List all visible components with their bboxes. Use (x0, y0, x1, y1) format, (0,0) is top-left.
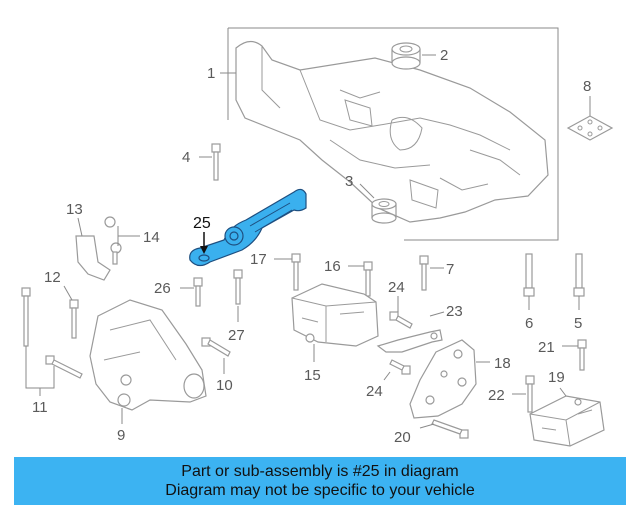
bolt-21-part[interactable] (577, 339, 587, 371)
callout-21[interactable]: 21 (538, 339, 555, 356)
subframe-bushing-lower-part[interactable] (371, 198, 397, 224)
leader-20 (419, 423, 435, 429)
callout-13[interactable]: 13 (66, 201, 83, 218)
leader-19 (559, 387, 567, 397)
bolt-16-part[interactable] (363, 261, 373, 297)
bolts-11-part[interactable] (21, 287, 83, 379)
callout-22[interactable]: 22 (488, 387, 505, 404)
subframe-part[interactable] (235, 40, 549, 223)
callout-2[interactable]: 2 (440, 47, 448, 64)
bolt-20-part[interactable] (431, 419, 469, 439)
leader-13 (77, 217, 83, 237)
leader-11 (25, 346, 55, 389)
callout-8[interactable]: 8 (583, 78, 591, 95)
callout-23[interactable]: 23 (446, 303, 463, 320)
mount-19-part[interactable] (529, 395, 605, 447)
callout-25[interactable]: 25 (193, 215, 211, 232)
bolt-10-part[interactable] (201, 337, 231, 357)
callout-6[interactable]: 6 (525, 315, 533, 332)
transmission-mount-15-part[interactable] (291, 283, 379, 347)
engine-mount-9-part[interactable] (89, 299, 207, 411)
banner-line-1: Part or sub-assembly is #25 in diagram (181, 463, 459, 480)
callout-5[interactable]: 5 (574, 315, 582, 332)
bracket-23-part[interactable] (376, 329, 443, 353)
callout-4[interactable]: 4 (182, 149, 190, 166)
bolt-7-part[interactable] (419, 255, 429, 291)
callout-20[interactable]: 20 (394, 429, 411, 446)
bolt-5-part[interactable] (573, 253, 585, 297)
callout-15[interactable]: 15 (304, 367, 321, 384)
bolt-24-upper-part[interactable] (389, 311, 413, 329)
arrow-25 (200, 246, 208, 254)
bracket-18-part[interactable] (409, 339, 477, 419)
leader-24b (383, 371, 391, 381)
bolt-27-part[interactable] (233, 269, 243, 305)
callout-27[interactable]: 27 (228, 327, 245, 344)
bolt-14-part[interactable] (104, 216, 122, 265)
subframe-inset-frame (228, 27, 559, 241)
bolt-22-part[interactable] (525, 375, 535, 413)
callout-3[interactable]: 3 (345, 173, 353, 190)
leader-23 (429, 311, 445, 317)
callout-7[interactable]: 7 (446, 261, 454, 278)
callout-1[interactable]: 1 (207, 65, 215, 82)
callout-9[interactable]: 9 (117, 427, 125, 444)
bolt-6-part[interactable] (523, 253, 535, 297)
torque-rod-part-25[interactable] (189, 188, 307, 267)
bolt-17-part[interactable] (291, 253, 301, 291)
subframe-bushing-part[interactable] (391, 42, 421, 70)
parts-diagram: 1 2 3 4 8 25 (21, 27, 614, 447)
callout-19[interactable]: 19 (548, 369, 565, 386)
callout-24-lower[interactable]: 24 (366, 383, 383, 400)
bolt-12-part[interactable] (69, 299, 79, 339)
bracket-13-part[interactable] (75, 235, 111, 281)
callout-16[interactable]: 16 (324, 258, 341, 275)
bolt-4-part[interactable] (211, 143, 221, 181)
bolt-24-lower-part[interactable] (389, 359, 411, 375)
callout-18[interactable]: 18 (494, 355, 511, 372)
callout-12[interactable]: 12 (44, 269, 61, 286)
callout-10[interactable]: 10 (216, 377, 233, 394)
info-banner: Part or sub-assembly is #25 in diagram D… (14, 457, 626, 505)
callout-17[interactable]: 17 (250, 251, 267, 268)
plate-8-part[interactable] (566, 115, 614, 141)
leader-12 (63, 285, 73, 301)
callout-24-upper[interactable]: 24 (388, 279, 405, 296)
callout-26[interactable]: 26 (154, 280, 171, 297)
leader-3 (359, 183, 375, 199)
callout-14[interactable]: 14 (143, 229, 160, 246)
banner-line-2: Diagram may not be specific to your vehi… (165, 482, 475, 499)
callout-11[interactable]: 11 (32, 399, 48, 416)
bolt-26-part[interactable] (193, 277, 203, 307)
